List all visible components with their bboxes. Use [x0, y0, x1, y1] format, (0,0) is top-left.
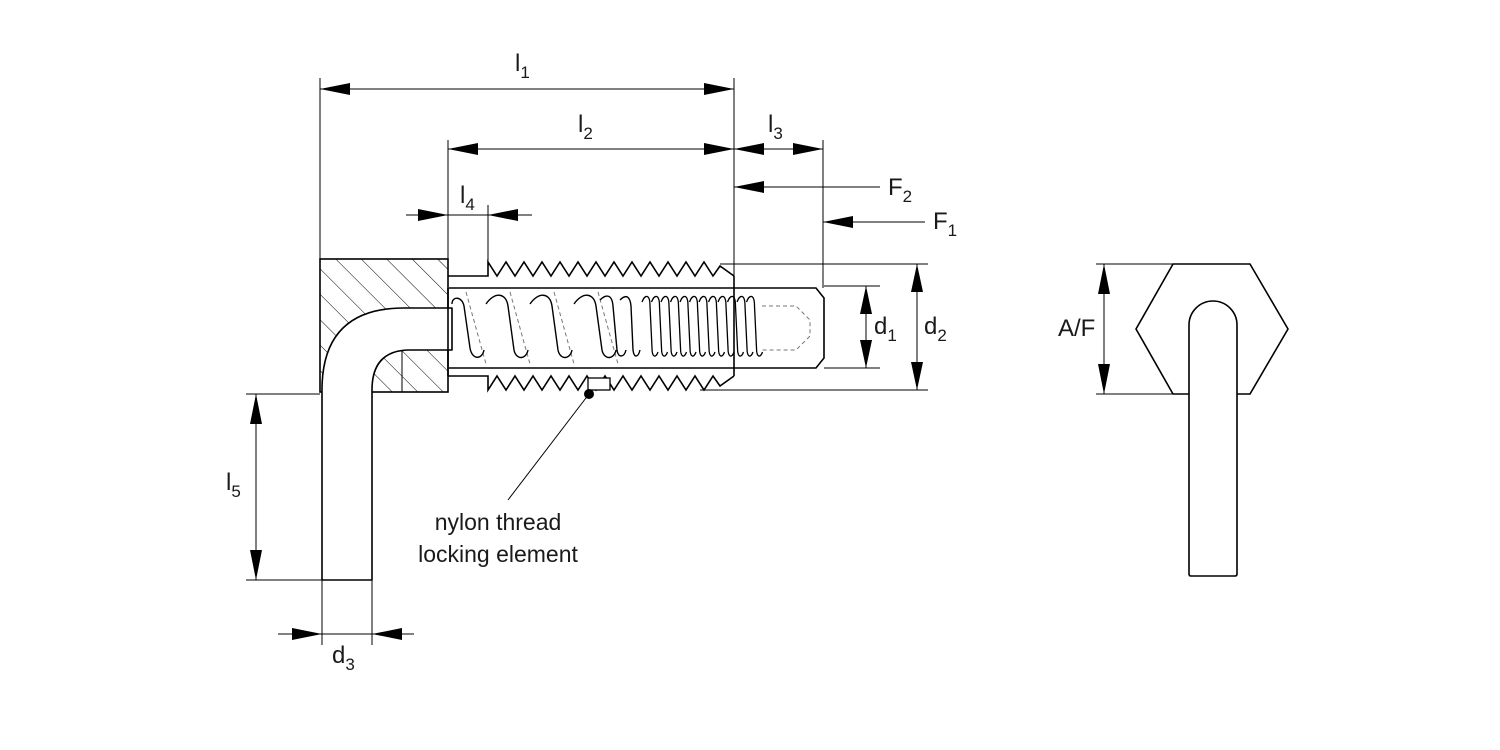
spring-coil [688, 295, 707, 357]
label-l5: l5 [226, 469, 241, 501]
label-d2: d2 [924, 313, 947, 345]
hex-outline [1135, 263, 1289, 395]
spring-coil [641, 295, 659, 357]
spring-coil [660, 295, 678, 357]
spring-coil [745, 295, 764, 357]
spring [451, 291, 764, 365]
spring-coil [717, 295, 735, 357]
dim-l3: l3 [734, 111, 824, 288]
dim-l5: l5 [226, 393, 322, 581]
nylon-locking-element [507, 377, 611, 501]
label-d1: d1 [874, 313, 897, 345]
dim-d1: d1 [824, 285, 897, 369]
spring-coil [707, 295, 726, 357]
l-handle [321, 307, 453, 581]
dim-d2: d2 [700, 263, 947, 391]
label-d3: d3 [332, 642, 355, 674]
top-thread [448, 259, 735, 278]
dim-d3: d3 [278, 580, 414, 674]
spring-coil [736, 295, 754, 357]
threaded-barrel [447, 259, 735, 393]
note-line-2: locking element [418, 541, 578, 567]
dimensions: l1 l2 l3 F2 F1 [226, 50, 957, 674]
label-l3: l3 [768, 111, 783, 143]
spring-coil [726, 295, 745, 357]
spring-coil [669, 295, 688, 357]
label-l4: l4 [460, 182, 475, 214]
dim-l4: l4 [406, 182, 532, 262]
dim-af: A/F [1058, 263, 1173, 395]
label-F2: F2 [888, 174, 912, 206]
label-F1: F1 [933, 208, 957, 240]
side-view [319, 258, 825, 581]
handle-end-view [1188, 300, 1238, 577]
label-l2: l2 [578, 111, 593, 143]
spring-coil [698, 295, 716, 357]
label-l1: l1 [515, 50, 530, 82]
spring-coil [650, 295, 669, 357]
force-F1: F1 [823, 208, 957, 240]
dim-l2: l2 [447, 111, 734, 276]
spring-tight-coils [641, 295, 764, 357]
label-af: A/F [1058, 315, 1095, 342]
note-line-1: nylon thread [435, 509, 562, 535]
spring-coil [679, 295, 697, 357]
end-view: A/F [1058, 263, 1289, 577]
plunger-pin [734, 287, 825, 369]
dim-l1: l1 [319, 50, 735, 276]
force-F2: F2 [734, 174, 912, 206]
